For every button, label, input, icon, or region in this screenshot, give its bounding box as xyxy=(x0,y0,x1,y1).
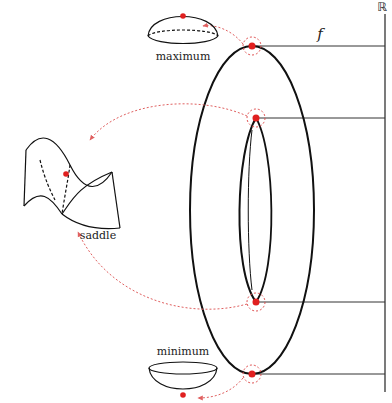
pointer-arrows xyxy=(78,26,247,398)
level-lines xyxy=(253,46,385,374)
saddle-surface xyxy=(24,138,120,229)
point-label: saddle xyxy=(80,230,116,242)
function-name: f xyxy=(317,26,323,43)
maximum-dome xyxy=(148,13,218,43)
minimum-bowl xyxy=(149,362,217,398)
axis-label: ℝ xyxy=(377,1,387,14)
critical-points xyxy=(243,37,265,383)
point-label: maximum xyxy=(156,51,211,63)
torus xyxy=(190,46,314,374)
point-label: minimum xyxy=(157,346,210,358)
axis-line xyxy=(384,14,385,392)
